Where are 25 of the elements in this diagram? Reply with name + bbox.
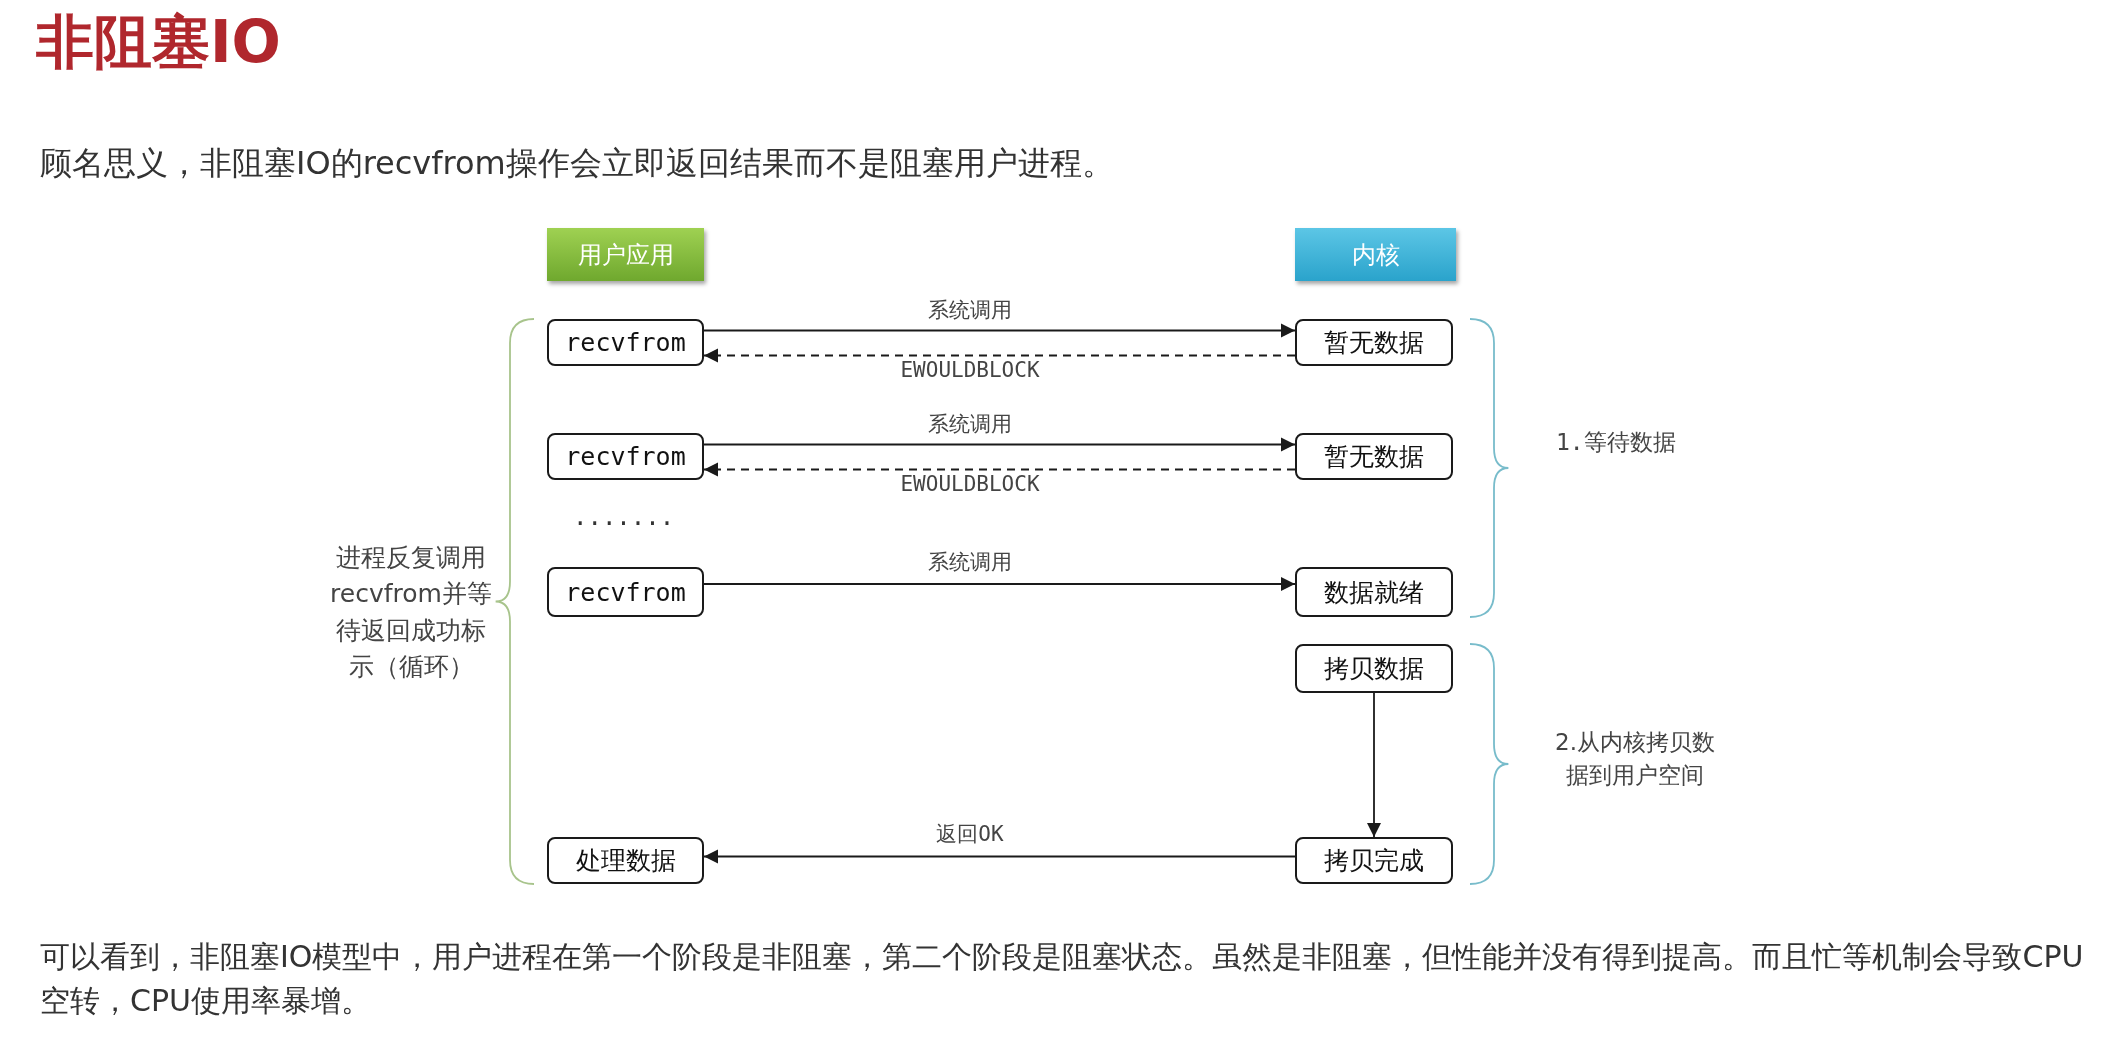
arrow [1366,692,1382,838]
ellipsis-text: ....... [573,502,676,533]
state-box: 暂无数据 [1295,433,1453,480]
annotation-text: 进程反复调用recvfrom并等待返回成功标示（循环） [330,542,492,683]
call-box: recvfrom [547,319,704,366]
lane-header: 用户应用 [547,228,704,281]
summary-text: 可以看到，非阻塞IO模型中，用户进程在第一个阶段是非阻塞，第二个阶段是阻塞状态。虽然是非阻塞，但性能并没有得到提高。而且忙等机制会导致CPU空转，CPU使用率暴增。 [40,938,2085,1020]
state-box: 暂无数据 [1295,319,1453,366]
state-box: 拷贝完成 [1295,837,1453,884]
phase-label: 2.从内核拷贝数据到用户空间 [1554,728,1716,791]
arrow [703,348,1296,363]
state-box: 拷贝数据 [1295,644,1453,693]
arrow [703,849,1296,864]
arrow [703,323,1296,338]
page-title: 非阻塞IO [36,7,281,78]
lane-header: 内核 [1295,228,1456,281]
arrow [703,437,1296,452]
phase-label: 1.等待数据 [1556,428,1677,457]
process-box: 处理数据 [547,837,704,884]
arrow [703,576,1296,592]
arrow [703,462,1296,477]
intro-text: 顾名思义，非阻塞IO的recvfrom操作会立即返回结果而不是阻塞用户进程。 [40,143,1115,184]
state-box: 数据就绪 [1295,567,1453,617]
call-box: recvfrom [547,567,704,617]
call-box: recvfrom [547,433,704,480]
